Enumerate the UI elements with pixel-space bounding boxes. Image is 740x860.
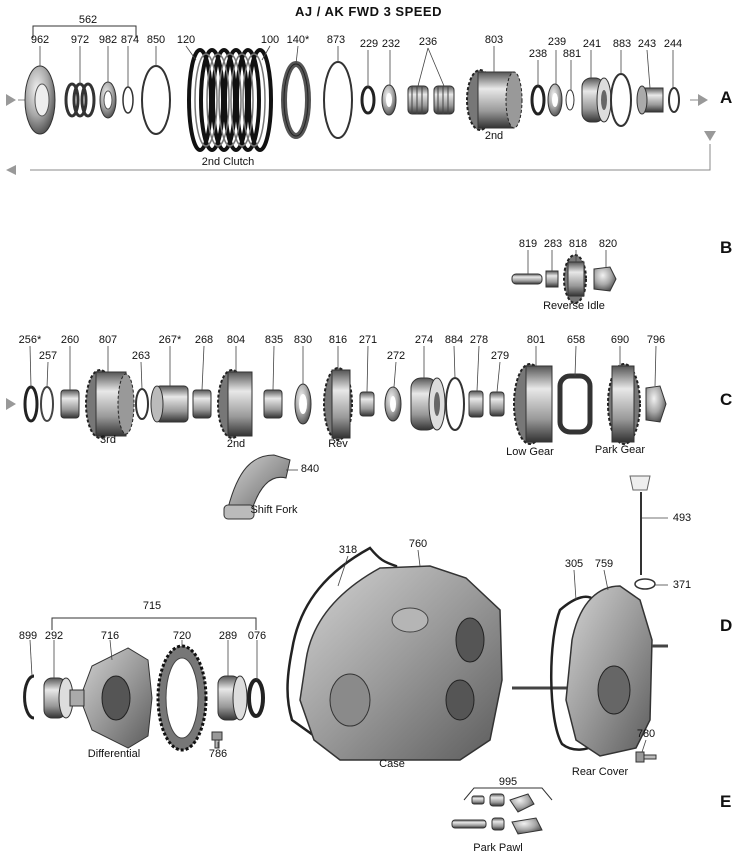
part-number: 268 <box>194 334 214 346</box>
part-number: 493 <box>672 512 692 524</box>
caption-shift-fork: Shift Fork <box>250 504 298 516</box>
part-number: 371 <box>672 579 692 591</box>
caption-3rd: 3rd <box>100 434 116 446</box>
part-number: 720 <box>172 630 192 642</box>
row-d-parts <box>23 546 668 763</box>
part-number: 256* <box>18 334 42 346</box>
part-number: 241 <box>582 38 602 50</box>
row-a-parts <box>6 25 716 175</box>
part-number: 562 <box>78 14 98 26</box>
part-number: 884 <box>444 334 464 346</box>
caption-2nd-gear-c: 2nd <box>226 438 246 450</box>
caption-low-gear: Low Gear <box>506 446 554 458</box>
part-number: 881 <box>562 48 582 60</box>
caption-2nd-clutch: 2nd Clutch <box>201 156 255 168</box>
part-number: 803 <box>484 34 504 46</box>
part-number: 820 <box>598 238 618 250</box>
part-number: 232 <box>381 38 401 50</box>
part-number: 279 <box>490 350 510 362</box>
part-number: 715 <box>142 600 162 612</box>
part-number: 238 <box>528 48 548 60</box>
part-number: 271 <box>358 334 378 346</box>
caption-case: Case <box>379 758 405 770</box>
part-number: 716 <box>100 630 120 642</box>
caption-park-pawl: Park Pawl <box>473 842 523 854</box>
part-number: 100 <box>260 34 280 46</box>
part-number: 229 <box>359 38 379 50</box>
part-number: 260 <box>60 334 80 346</box>
caption-2nd-gear-a: 2nd <box>484 130 504 142</box>
part-number: 140* <box>286 34 310 46</box>
part-number: 690 <box>610 334 630 346</box>
part-number: 243 <box>637 38 657 50</box>
arrow-icon <box>6 94 16 106</box>
part-number: 883 <box>612 38 632 50</box>
row-label-a: A <box>720 88 733 107</box>
part-number: 819 <box>518 238 538 250</box>
part-number: 780 <box>636 728 656 740</box>
arrow-icon <box>6 165 16 175</box>
part-number: 236 <box>418 36 438 48</box>
part-number: 804 <box>226 334 246 346</box>
part-number: 760 <box>408 538 428 550</box>
part-number: 972 <box>70 34 90 46</box>
part-number: 263 <box>131 350 151 362</box>
part-number: 835 <box>264 334 284 346</box>
part-number: 830 <box>293 334 313 346</box>
part-number: 962 <box>30 34 50 46</box>
part-number: 786 <box>208 748 228 760</box>
part-number: 239 <box>547 36 567 48</box>
row-label-e: E <box>720 792 732 811</box>
part-number: 274 <box>414 334 434 346</box>
part-number: 807 <box>98 334 118 346</box>
row-e-parts <box>451 787 553 835</box>
part-number: 076 <box>247 630 267 642</box>
part-number: 850 <box>146 34 166 46</box>
caption-differential: Differential <box>87 748 141 760</box>
part-number: 818 <box>568 238 588 250</box>
part-number: 995 <box>498 776 518 788</box>
diagram-title: AJ / AK FWD 3 SPEED <box>295 4 442 19</box>
arrow-icon <box>698 94 708 106</box>
part-number: 801 <box>526 334 546 346</box>
part-number: 278 <box>469 334 489 346</box>
caption-park-gear: Park Gear <box>594 444 646 456</box>
part-number: 658 <box>566 334 586 346</box>
part-number: 289 <box>218 630 238 642</box>
part-number: 283 <box>543 238 563 250</box>
row-c-parts <box>6 345 668 590</box>
caption-rear-cover: Rear Cover <box>571 766 629 778</box>
part-number: 816 <box>328 334 348 346</box>
row-label-b: B <box>720 238 733 257</box>
part-number: 272 <box>386 350 406 362</box>
part-number: 292 <box>44 630 64 642</box>
caption-rev: Rev <box>328 438 348 450</box>
part-number: 267* <box>158 334 182 346</box>
part-number: 318 <box>338 544 358 556</box>
part-number: 305 <box>564 558 584 570</box>
part-number: 244 <box>663 38 683 50</box>
part-number: 257 <box>38 350 58 362</box>
part-number: 120 <box>176 34 196 46</box>
part-number: 796 <box>646 334 666 346</box>
part-number: 840 <box>300 463 320 475</box>
arrow-icon <box>704 131 716 141</box>
part-number: 874 <box>120 34 140 46</box>
part-number: 899 <box>18 630 38 642</box>
arrow-icon <box>6 398 16 410</box>
row-label-c: C <box>720 390 733 409</box>
row-b-parts <box>511 250 617 304</box>
part-number: 759 <box>594 558 614 570</box>
part-number: 873 <box>326 34 346 46</box>
part-number: 982 <box>98 34 118 46</box>
row-label-d: D <box>720 616 733 635</box>
caption-reverse-idle: Reverse Idle <box>543 300 605 312</box>
